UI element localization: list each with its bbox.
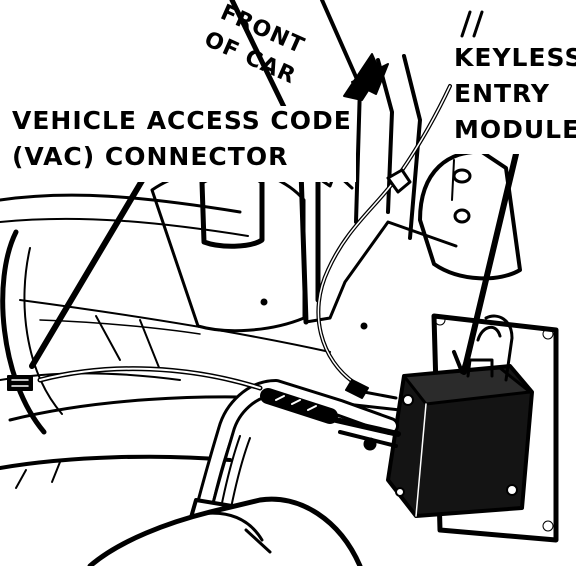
trim-panel (150, 167, 306, 333)
kem-label-line2: ENTRY (454, 79, 551, 108)
upper-bracket (418, 149, 522, 281)
vac-label-line2: (VAC) CONNECTOR (12, 142, 289, 171)
keyless-entry-module (386, 314, 534, 518)
front-arrow-icon (343, 53, 389, 101)
kem-label-line3: MODULE (454, 115, 576, 144)
leader-lines (29, 10, 519, 375)
vac-label-line1: VEHICLE ACCESS CODE (12, 106, 352, 135)
dash-panel (0, 193, 402, 489)
vac-connector (7, 375, 33, 391)
vac-lead-wire (37, 84, 452, 400)
kem-label-line1: KEYLESS (454, 43, 576, 72)
hand-sleeve (87, 496, 363, 566)
keyless-entry-module-label: KEYLESS ENTRY MODULE (452, 44, 576, 154)
vac-connector-label: VEHICLE ACCESS CODE (VAC) CONNECTOR (8, 106, 356, 182)
